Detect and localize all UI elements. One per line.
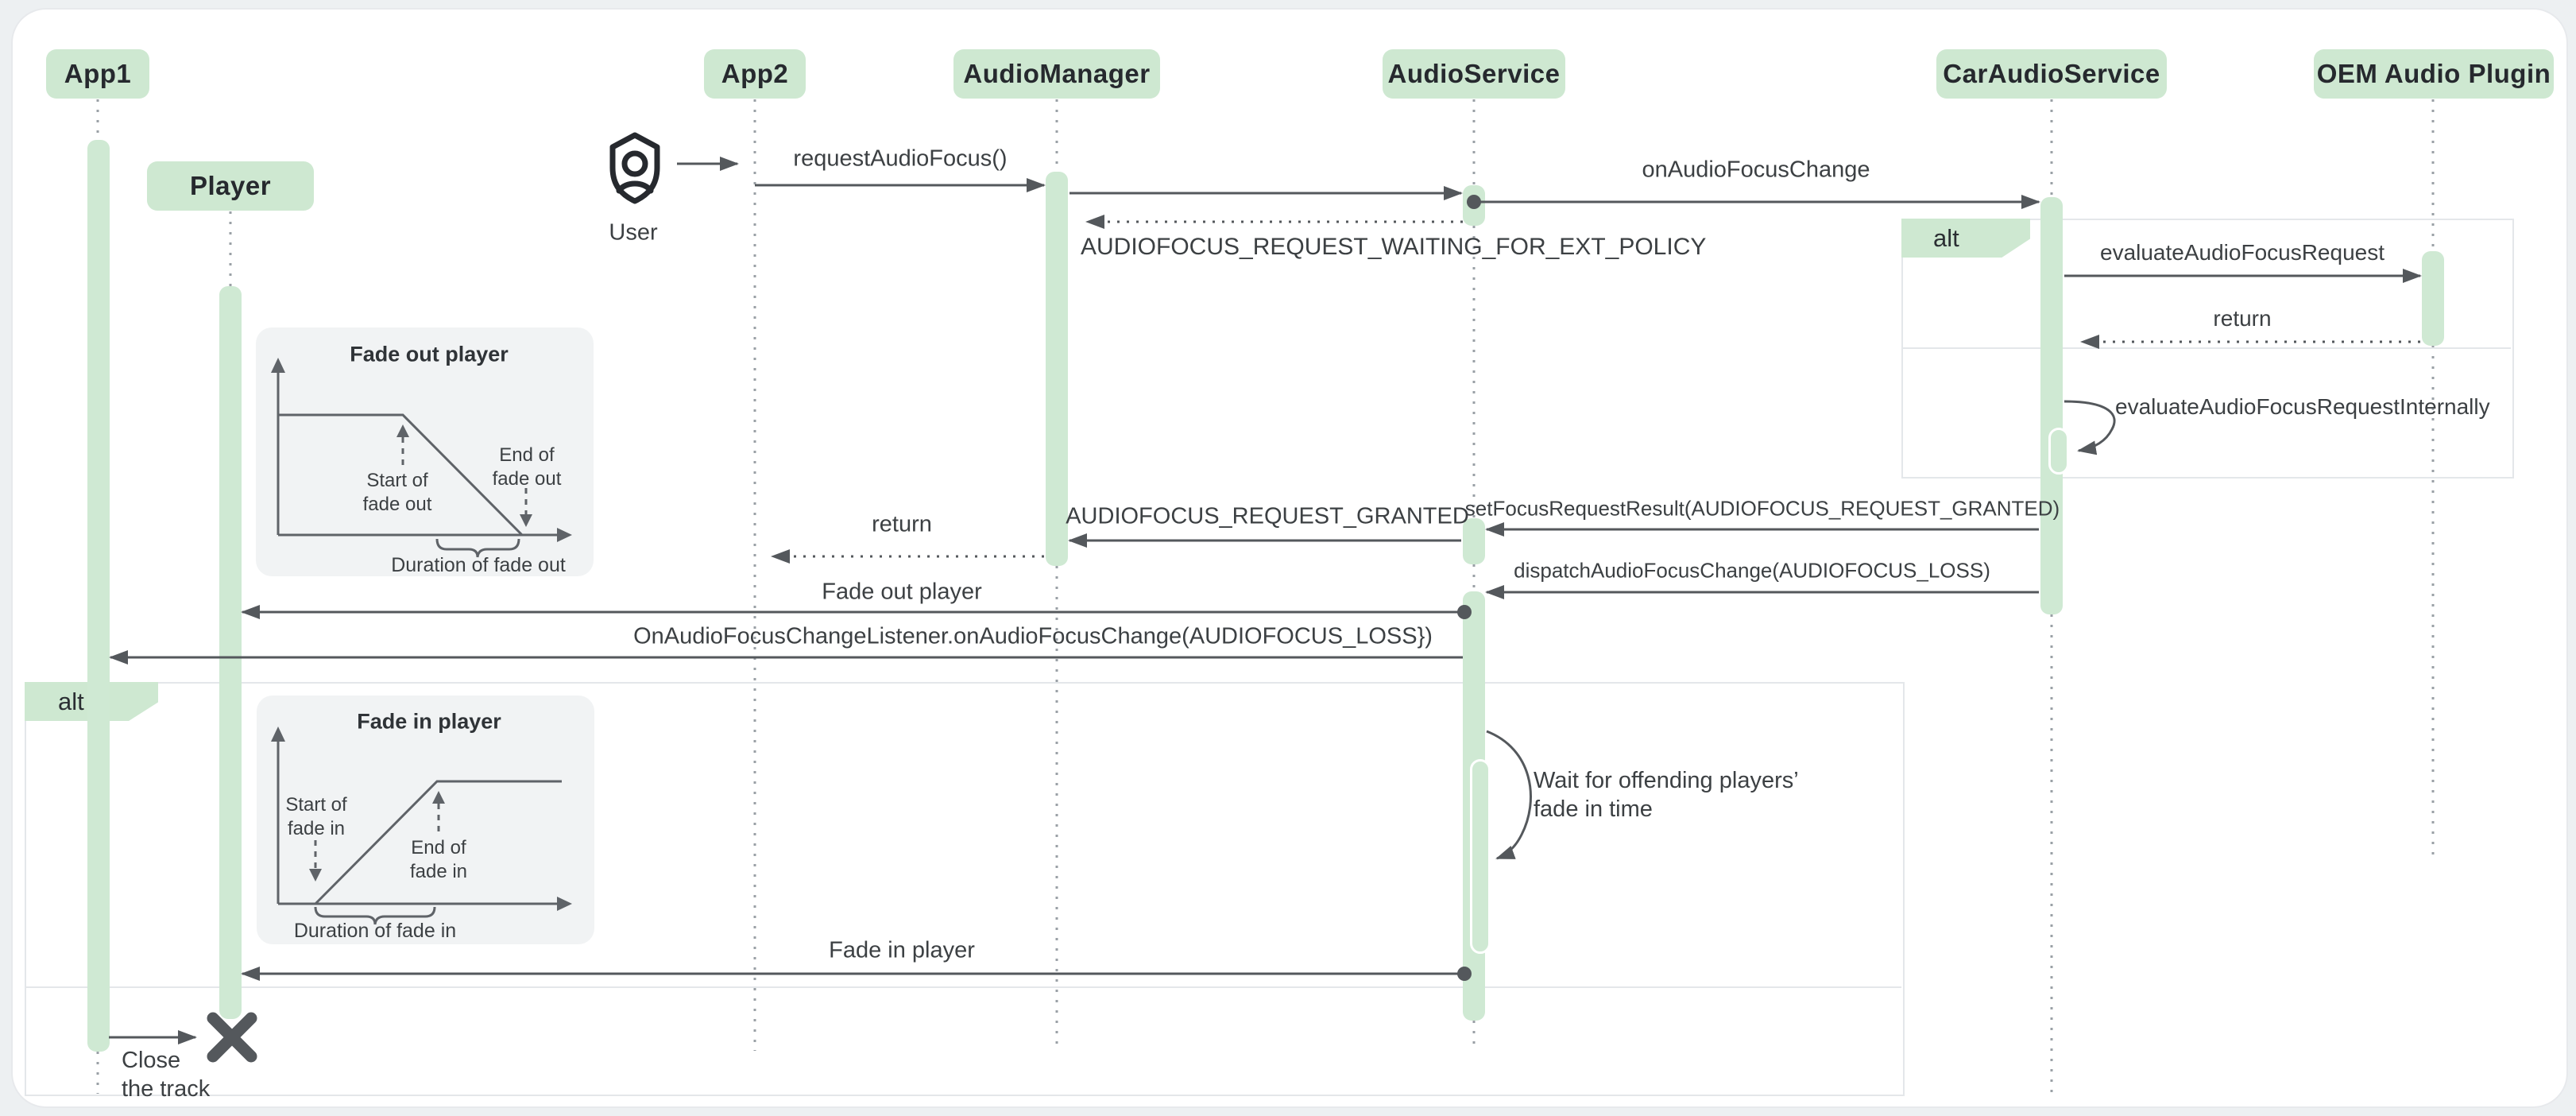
participant-car-audio-service-label: CarAudioService (1943, 59, 2160, 88)
participant-player: Player (147, 161, 314, 211)
activation-audio-manager (1046, 172, 1068, 566)
activation-car-audio-service (2040, 197, 2063, 614)
participant-audio-service-label: AudioService (1387, 59, 1561, 88)
msg-on-focus-loss: OnAudioFocusChangeListener.onAudioFocusC… (633, 623, 1433, 649)
participant-audio-manager-label: AudioManager (963, 59, 1151, 88)
fade-in-start-label: Start of fade in (285, 793, 346, 841)
fade-in-end-l1: End of (411, 837, 466, 858)
participant-audio-manager: AudioManager (953, 49, 1160, 99)
fade-out-duration-label: Duration of fade out (391, 554, 566, 576)
fade-in-start-l2: fade in (287, 818, 346, 839)
msg-waiting-ext-policy: AUDIOFOCUS_REQUEST_WAITING_FOR_EXT_POLIC… (1081, 234, 1707, 260)
fade-in-end-label: End of fade in (410, 836, 467, 884)
participant-app2-label: App2 (721, 59, 789, 88)
wait-note: Wait for offending players’ fade in time (1534, 766, 1799, 823)
fade-out-end-label: End of fade out (493, 444, 562, 491)
msg-evaluate-internally: evaluateAudioFocusRequestInternally (2115, 394, 2490, 419)
activation-app1 (87, 140, 110, 1052)
alt-fragment-left-divider (25, 986, 1901, 988)
close-track-line2: the track (122, 1076, 211, 1102)
msg-on-audio-focus-change: onAudioFocusChange (1642, 157, 1870, 183)
fade-out-end-l1: End of (499, 444, 555, 466)
alt-left-label: alt (58, 687, 84, 715)
fade-in-start-l1: Start of (285, 794, 347, 816)
msg-fade-out-player: Fade out player (822, 579, 982, 605)
alt-fragment-right-divider (1901, 347, 2511, 349)
wait-note-line2: fade in time (1534, 796, 1653, 822)
alt-fragment-left (25, 682, 1905, 1096)
close-track-line1: Close (122, 1048, 181, 1073)
wait-note-line1: Wait for offending players’ (1534, 768, 1799, 793)
activation-audio-service-1 (1463, 185, 1485, 226)
alt-fragment-right-tab: alt (1901, 219, 2030, 258)
fade-out-start-l2: fade out (362, 494, 432, 515)
participant-oem-audio-plugin: OEM Audio Plugin (2314, 49, 2554, 99)
activation-car-audio-service-internal (2048, 428, 2069, 475)
fade-out-end-l2: fade out (492, 468, 562, 490)
fade-out-start-l1: Start of (366, 470, 428, 491)
msg-set-focus-result: setFocusRequestResult(AUDIOFOCUS_REQUEST… (1464, 496, 2060, 521)
msg-request-granted: AUDIOFOCUS_REQUEST_GRANTED (1066, 503, 1469, 529)
msg-return-oem: return (2213, 306, 2272, 331)
participant-player-label: Player (189, 171, 272, 200)
participant-oem-audio-plugin-label: OEM Audio Plugin (2316, 59, 2551, 88)
participant-app1: App1 (46, 49, 149, 99)
msg-request-audio-focus: requestAudioFocus() (793, 145, 1008, 172)
participant-app2: App2 (704, 49, 806, 99)
fade-out-start-label: Start of fade out (363, 469, 432, 517)
participant-car-audio-service: CarAudioService (1936, 49, 2167, 99)
close-track-note: Close the track (122, 1046, 210, 1103)
participant-audio-service: AudioService (1383, 49, 1565, 99)
msg-evaluate-request: evaluateAudioFocusRequest (2099, 240, 2385, 265)
activation-audio-service-wait (1470, 759, 1491, 954)
activation-player (219, 286, 242, 1019)
fade-in-end-l2: fade in (409, 861, 468, 882)
msg-return-app2: return (872, 511, 932, 537)
msg-dispatch-loss: dispatchAudioFocusChange(AUDIOFOCUS_LOSS… (1514, 558, 1990, 583)
fade-in-duration-label: Duration of fade in (293, 920, 457, 942)
participant-app1-label: App1 (64, 59, 132, 88)
user-label: User (609, 219, 658, 246)
fade-out-title: Fade out player (350, 342, 509, 366)
msg-fade-in-player: Fade in player (829, 937, 975, 963)
fade-in-title: Fade in player (357, 709, 501, 734)
activation-oem-plugin (2422, 251, 2444, 346)
alt-right-label: alt (1933, 223, 1959, 252)
